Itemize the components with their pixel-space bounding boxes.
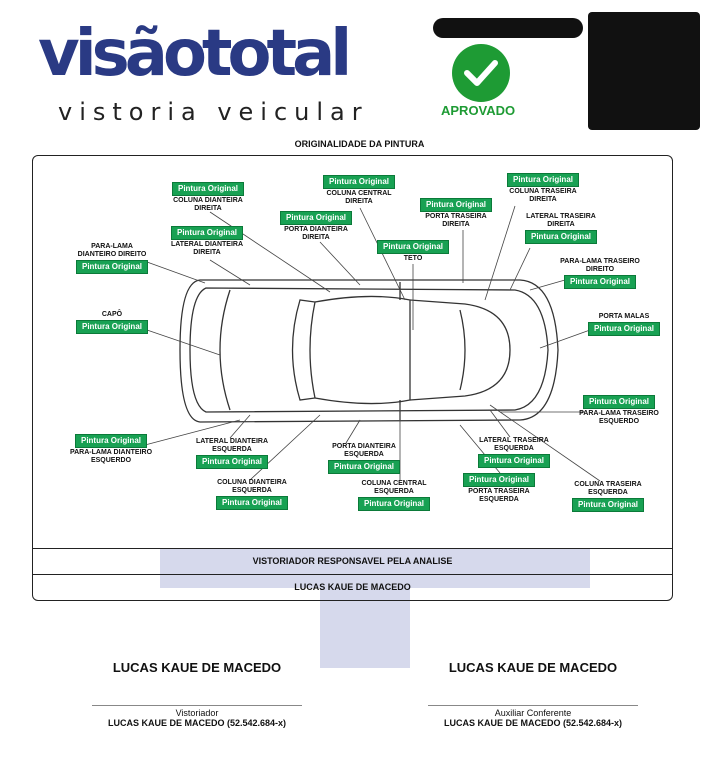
signature-line — [428, 705, 638, 706]
part-para-lama-traseiro-direito: PARA-LAMA TRASEIRO DIREITO Pintura Origin… — [545, 258, 655, 290]
paint-diagram-frame — [32, 155, 673, 601]
signature-role: Auxiliar Conferente — [494, 708, 572, 718]
part-name: PARA-LAMA DIANTEIRO ESQUERDO — [69, 449, 153, 464]
part-name: COLUNA CENTRAL DIREITA — [326, 190, 392, 205]
status-badge: Pintura Original — [524, 230, 597, 244]
status-badge: Pintura Original — [215, 496, 288, 510]
check-icon — [452, 44, 510, 102]
status-badge: Pintura Original — [462, 473, 535, 487]
part-name: LATERAL TRASEIRA DIREITA — [526, 213, 596, 228]
part-name: COLUNA TRASEIRA DIREITA — [509, 188, 577, 203]
status-badge: Pintura Original — [477, 454, 550, 468]
part-name: COLUNA DIANTEIRA DIREITA — [173, 197, 243, 212]
section-title: ORIGINALIDADE DA PINTURA — [294, 139, 425, 149]
part-lateral-dianteira-esquerda: LATERAL DIANTEIRA ESQUERDA Pintura Origin… — [177, 438, 287, 470]
part-coluna-dianteira-esquerda: COLUNA DIANTEIRA ESQUERDA Pintura Origina… — [197, 479, 307, 511]
status-badge: Pintura Original — [357, 497, 430, 511]
status-badge: Pintura Original — [376, 240, 449, 254]
part-name: TETO — [403, 255, 423, 262]
part-coluna-traseira-esquerda: COLUNA TRASEIRA ESQUERDA Pintura Original — [553, 481, 663, 513]
redaction-box — [588, 12, 700, 130]
part-name: COLUNA TRASEIRA ESQUERDA — [574, 481, 642, 496]
logo-subtitle: vistoria veicular — [58, 98, 369, 126]
part-name: COLUNA DIANTEIRA ESQUERDA — [217, 479, 287, 494]
part-lateral-traseira-direita: LATERAL TRASEIRA DIREITA Pintura Original — [506, 213, 616, 245]
status-badge: Pintura Original — [171, 182, 244, 196]
status-badge: Pintura Original — [327, 460, 400, 474]
status-badge: Pintura Original — [582, 395, 655, 409]
status-badge: Pintura Original — [563, 275, 636, 289]
part-capo: CAPÔ Pintura Original — [57, 311, 167, 335]
watermark — [160, 548, 590, 668]
signature-name: LUCAS KAUE DE MACEDO — [112, 660, 282, 675]
part-porta-malas: PORTA MALAS Pintura Original — [569, 313, 679, 337]
signature-assistant: LUCAS KAUE DE MACEDO Auxiliar Conferente… — [418, 660, 648, 728]
status-badge: Pintura Original — [419, 198, 492, 212]
part-name: PARA-LAMA DIANTEIRO DIREITO — [77, 243, 147, 258]
status-badge: Pintura Original — [506, 173, 579, 187]
redaction-bar — [433, 18, 583, 38]
signature-line — [92, 705, 302, 706]
signature-inspector: LUCAS KAUE DE MACEDO Vistoriador LUCAS K… — [82, 660, 312, 728]
signature-id: LUCAS KAUE DE MACEDO (52.542.684-x) — [107, 718, 287, 728]
status-badge: Pintura Original — [74, 434, 147, 448]
part-name: PORTA TRASEIRA ESQUERDA — [468, 488, 530, 503]
part-porta-dianteira-esquerda: PORTA DIANTEIRA ESQUERDA Pintura Original — [309, 443, 419, 475]
inspector-name: LUCAS KAUE DE MACEDO — [32, 574, 673, 600]
signature-role: Vistoriador — [175, 708, 219, 718]
part-name: PARA-LAMA TRASEIRO ESQUERDO — [579, 410, 659, 425]
part-name: LATERAL DIANTEIRA DIREITA — [170, 241, 244, 256]
car-diagram — [179, 279, 559, 423]
part-name: CAPÔ — [101, 311, 123, 318]
status-badge: Pintura Original — [322, 175, 395, 189]
status-badge: Pintura Original — [571, 498, 644, 512]
status-badge: Pintura Original — [170, 226, 243, 240]
part-name: PORTA DIANTEIRA ESQUERDA — [332, 443, 396, 458]
approval-status: APROVADO — [441, 103, 516, 118]
status-badge: Pintura Original — [587, 322, 660, 336]
part-name: PARA-LAMA TRASEIRO DIREITO — [560, 258, 640, 273]
inspector-title: VISTORIADOR RESPONSAVEL PELA ANALISE — [32, 548, 673, 574]
part-name: LATERAL TRASEIRA ESQUERDA — [479, 437, 549, 452]
part-name: LATERAL DIANTEIRA ESQUERDA — [195, 438, 269, 453]
part-para-lama-dianteiro-direito: PARA-LAMA DIANTEIRO DIREITO Pintura Origi… — [57, 243, 167, 275]
status-badge: Pintura Original — [195, 455, 268, 469]
part-lateral-traseira-esquerda: LATERAL TRASEIRA ESQUERDA Pintura Origina… — [459, 437, 569, 469]
part-name: PORTA DIANTEIRA DIREITA — [284, 226, 348, 241]
part-name: PORTA TRASEIRA DIREITA — [425, 213, 487, 228]
logo: visãototal — [38, 17, 352, 91]
signature-name: LUCAS KAUE DE MACEDO — [448, 660, 618, 675]
status-badge: Pintura Original — [279, 211, 352, 225]
status-badge: Pintura Original — [75, 260, 148, 274]
part-coluna-central-esquerda: COLUNA CENTRAL ESQUERDA Pintura Original — [339, 480, 449, 512]
status-badge: Pintura Original — [75, 320, 148, 334]
signature-id: LUCAS KAUE DE MACEDO (52.542.684-x) — [443, 718, 623, 728]
part-name: PORTA MALAS — [598, 313, 650, 320]
part-name: COLUNA CENTRAL ESQUERDA — [361, 480, 427, 495]
